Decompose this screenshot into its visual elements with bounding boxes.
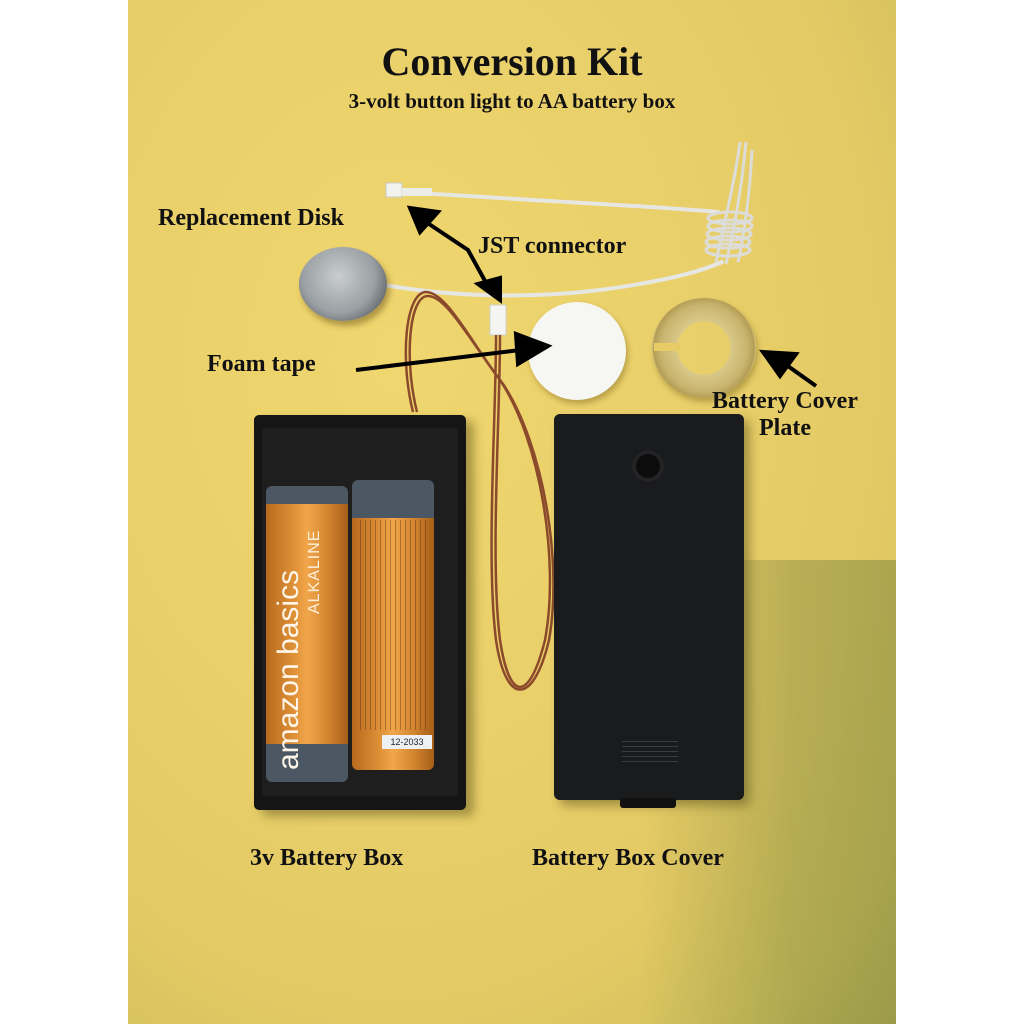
label-foam-tape: Foam tape bbox=[207, 351, 316, 377]
label-replacement-disk: Replacement Disk bbox=[158, 205, 344, 231]
label-battery-cover-plate-line2: Plate bbox=[759, 415, 811, 441]
label-battery-cover-plate-line1: Battery Cover bbox=[712, 388, 858, 414]
page-subtitle: 3-volt button light to AA battery box bbox=[348, 89, 676, 113]
battery-type-text: ALKALINE bbox=[306, 529, 323, 614]
battery-fine-print bbox=[360, 520, 426, 730]
page-title: Conversion Kit bbox=[381, 39, 643, 84]
cover-embossed-text bbox=[622, 740, 678, 762]
aa-battery-left bbox=[266, 486, 348, 782]
replacement-disk-image bbox=[299, 247, 387, 321]
battery-date-code: 12-2033 bbox=[382, 735, 432, 749]
battery-brand-text: amazon basics bbox=[272, 569, 305, 770]
plate-split bbox=[654, 343, 680, 351]
label-jst-connector: JST connector bbox=[478, 233, 627, 259]
caption-battery-box: 3v Battery Box bbox=[250, 845, 404, 871]
aa-battery-right bbox=[352, 480, 434, 770]
cover-tab bbox=[620, 798, 676, 808]
caption-battery-box-cover: Battery Box Cover bbox=[532, 845, 724, 871]
foam-tape-image bbox=[528, 302, 626, 400]
label-battery-cover-plate: Battery Cover Plate bbox=[690, 388, 880, 442]
switch-hole bbox=[632, 450, 664, 482]
